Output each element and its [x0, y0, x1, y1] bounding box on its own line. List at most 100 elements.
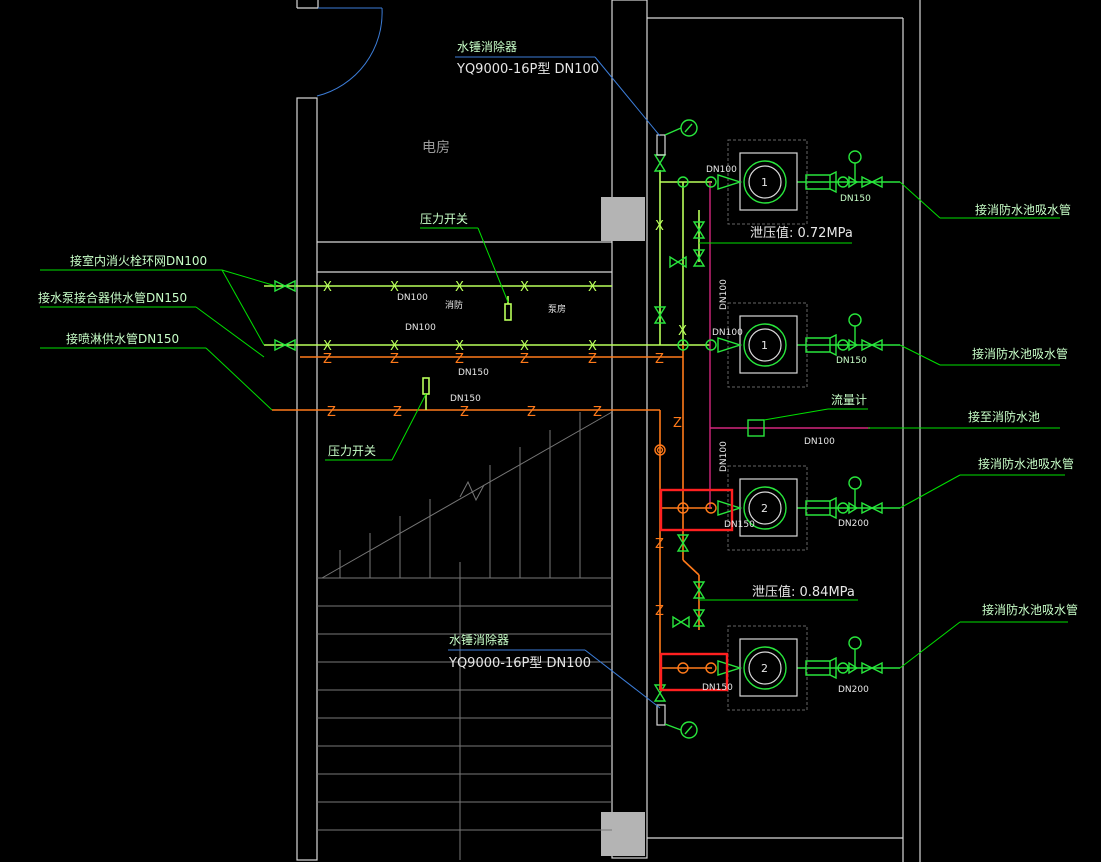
door-swing-arc [316, 7, 383, 97]
pipe-size-label: DN150 [840, 194, 871, 204]
pipe-mark-z: Z [527, 405, 536, 420]
test-return-pipes [709, 182, 1060, 508]
gate-valve-icon [692, 609, 706, 627]
building-walls [296, 0, 921, 862]
silencer-bottom-model: YQ9000-16P型 DN100 [448, 656, 591, 671]
pipe-mark-x: X [390, 339, 399, 354]
gate-valve-icon [692, 249, 706, 267]
gate-valve-icon [861, 338, 883, 352]
highlight-box [659, 652, 729, 692]
gate-valve-icon [861, 175, 883, 189]
gate-valve-icon [274, 338, 296, 352]
flowmeter-label: 流量计 [831, 393, 867, 407]
pressure-gauge-icon [848, 313, 862, 327]
pressure-gauge-icon [848, 476, 862, 490]
labels: 水锤消除器 YQ9000-16P型 DN100 电房 压力开关 压力开关 接室内… [38, 39, 1078, 695]
gate-valve-icon [676, 534, 690, 552]
hydrant-pipes [264, 170, 712, 346]
column-bottom [601, 812, 645, 856]
suction-label: 接消防水池吸水管 [975, 202, 1071, 217]
gate-valve-icon [669, 255, 687, 269]
pipe-mark-z: Z [327, 405, 336, 420]
pipe-mark-x: X [588, 280, 597, 295]
pipe-mark-x: X [588, 339, 597, 354]
pipe-mark-z: Z [323, 352, 332, 367]
pipe-joint-icon [677, 502, 689, 514]
pipe-mark-x: X [323, 280, 332, 295]
pressure-switch-label: 压力开关 [328, 444, 376, 458]
pipe-size-label: DN100 [719, 279, 729, 310]
pump-number: 1 [761, 176, 768, 189]
pipe-mark-z: Z [393, 405, 402, 420]
pump-2: 1 [717, 302, 862, 388]
pipe-mark-z: Z [460, 405, 469, 420]
pressure-gauge-icon [848, 150, 862, 164]
pipe-mark-x: X [678, 324, 687, 339]
suction-label: 接消防水池吸水管 [978, 456, 1074, 471]
water-hammer-arrester-top [656, 119, 698, 156]
pressure-switch-icon [504, 303, 512, 321]
pipe-joint-icon [677, 339, 689, 351]
gate-valve-icon [861, 661, 883, 675]
pipe-mark-z: Z [655, 352, 664, 367]
pump-number: 2 [761, 662, 768, 675]
pipe-joint-icon [677, 176, 689, 188]
suction-label: 接消防水池吸水管 [972, 346, 1068, 361]
pipe-joint-icon [705, 502, 717, 514]
pump-1: 1 [717, 139, 862, 225]
check-valve-icon [656, 446, 664, 454]
relief-pressure-label: 泄压值: 0.72MPa [750, 225, 853, 241]
pipe-mark-z: Z [593, 405, 602, 420]
pipe-size-label: DN100 [405, 323, 436, 333]
pipe-size-label: DN100 [719, 441, 729, 472]
pipe-size-label: DN100 [397, 293, 428, 303]
pipe-mark-z: Z [520, 352, 529, 367]
pipe-mark-z: Z [455, 352, 464, 367]
pump-adapter-label: 接水泵接合器供水管DN150 [38, 290, 187, 305]
water-hammer-arrester-bottom [656, 704, 698, 739]
sprinkler-label: 接喷淋供水管DN150 [66, 331, 179, 346]
pipe-size-label: DN100 [712, 328, 743, 338]
pipe-mark-z: Z [655, 537, 664, 552]
gate-valve-icon [692, 581, 706, 599]
pipe-size-label: DN100 [804, 437, 835, 447]
pipe-mark-x: X [390, 280, 399, 295]
pressure-gauge-icon [848, 636, 862, 650]
silencer-top-model: YQ9000-16P型 DN100 [456, 62, 599, 77]
pipe-marks: X X X X X X X X X X X X Z Z Z Z Z Z Z Z … [323, 219, 687, 619]
suction-label: 接消防水池吸水管 [982, 602, 1078, 617]
electric-room-label: 电房 [422, 140, 450, 156]
sprinkler-pipes [272, 345, 712, 690]
pipe-size-label: DN150 [450, 394, 481, 404]
pipe-mark-x: X [323, 339, 332, 354]
silencer-top-label: 水锤消除器 [457, 39, 517, 54]
pipe-joint-icon [705, 662, 717, 674]
pipe-joint-icon [705, 176, 717, 188]
pipe-mark-x: X [520, 339, 529, 354]
column-top [601, 197, 645, 241]
highlight-box [659, 488, 734, 532]
gate-valve-icon [653, 306, 667, 324]
stairway [317, 411, 613, 860]
pressure-switch-icon [422, 377, 430, 395]
pipe-size-label: DN200 [838, 519, 869, 529]
pipe-joint-icon [705, 339, 717, 351]
pipe-mark-z: Z [390, 352, 399, 367]
valves [274, 154, 883, 702]
pipe-size-label: DN200 [838, 685, 869, 695]
to-pool-label: 接至消防水池 [968, 409, 1040, 424]
pipe-size-label: DN100 [706, 165, 737, 175]
flowmeter-icon [747, 419, 765, 437]
pipe-mark-x: X [520, 280, 529, 295]
pipe-mark-x: X [655, 219, 664, 234]
gate-valve-icon [692, 221, 706, 239]
pump-3: 2 [717, 465, 862, 551]
relief-pressure-label: 泄压值: 0.84MPa [752, 584, 855, 600]
pipe-size-label: DN150 [836, 356, 867, 366]
pipe-joint-icon [677, 662, 689, 674]
room-fire-label: 消防 [445, 299, 463, 311]
pipe-size-label: DN150 [702, 683, 733, 693]
pipe-mark-z: Z [655, 604, 664, 619]
room-pump-label: 泵房 [548, 303, 566, 315]
pump-number: 1 [761, 339, 768, 352]
